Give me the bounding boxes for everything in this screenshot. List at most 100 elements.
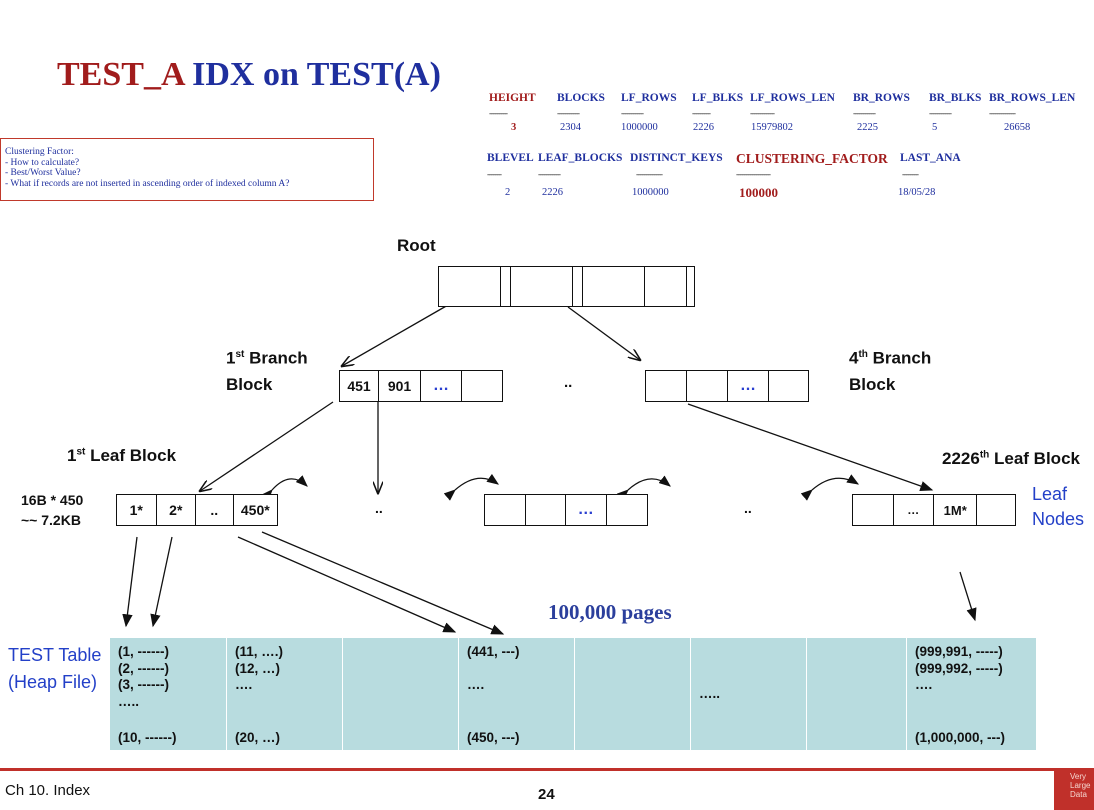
logo-line: Very bbox=[1070, 772, 1087, 781]
sibling-link-arrow bbox=[616, 475, 671, 501]
stat-value: 3 bbox=[511, 122, 517, 133]
heap-row: (999,992, -----) bbox=[915, 660, 1003, 676]
note-line: - What if records are not inserted in as… bbox=[5, 178, 290, 189]
dash-line: -------- bbox=[902, 169, 919, 179]
stat-value: 2304 bbox=[560, 122, 581, 133]
heap-row: (10, ------) bbox=[118, 729, 177, 745]
root-to-branch1-arrow bbox=[342, 304, 449, 366]
root-label: Root bbox=[397, 236, 436, 255]
dash-line: ----------- bbox=[538, 169, 561, 179]
root-cell bbox=[573, 267, 583, 306]
stat-header: BLEVEL bbox=[487, 152, 534, 164]
branch1-node: 451 901 … bbox=[339, 370, 503, 402]
stat-value: 15979802 bbox=[751, 122, 793, 133]
leaf2226-label: 2226th Leaf Block bbox=[942, 449, 1080, 469]
slide-title: TEST_A IDX on TEST(A) bbox=[57, 56, 441, 94]
leaf-cell: … bbox=[566, 495, 607, 525]
leaf1-label-num: 1 bbox=[67, 446, 77, 465]
leaf-cell bbox=[607, 495, 647, 525]
leaf-to-heap-arrow bbox=[261, 531, 505, 635]
branch4-label-sup: th bbox=[858, 349, 868, 360]
heap-page: (441, ---) …. (450, ---) bbox=[459, 638, 575, 750]
leaf-mid-node: … bbox=[484, 494, 648, 526]
root-to-branch4-arrow bbox=[567, 306, 640, 360]
stat-value: 1000000 bbox=[632, 187, 669, 198]
leaves-ellipsis: .. bbox=[744, 500, 752, 516]
leaf-nodes-label-line: Leaf bbox=[1032, 484, 1068, 504]
sibling-link-arrow bbox=[261, 475, 308, 502]
root-cell bbox=[583, 267, 645, 306]
leaf-cell bbox=[526, 495, 566, 525]
heap-row: (3, ------) bbox=[118, 677, 169, 692]
leaf-cell bbox=[853, 495, 894, 525]
footer-chapter: Ch 10. Index bbox=[5, 782, 91, 799]
leaf1-label: 1st Leaf Block bbox=[67, 446, 176, 466]
branch1-label: 1st Branch Block bbox=[226, 342, 308, 398]
sibling-link-arrow bbox=[800, 474, 860, 501]
stat-header: BR_ROWS bbox=[853, 92, 910, 104]
stat-value: 2226 bbox=[542, 187, 563, 198]
root-cell bbox=[501, 267, 511, 306]
dash-line: ------------ bbox=[750, 108, 775, 118]
root-cell bbox=[645, 267, 687, 306]
heap-table-label: TEST Table (Heap File) bbox=[8, 642, 101, 696]
leaf-size-note: 16B * 450 ~~ 7.2KB bbox=[21, 490, 83, 530]
stat-header-highlight: CLUSTERING_FACTOR bbox=[736, 151, 888, 166]
stat-header: BLOCKS bbox=[557, 92, 605, 104]
heap-row: ….. bbox=[699, 686, 721, 701]
leaf-last-node: … 1M* bbox=[852, 494, 1016, 526]
heap-table-label-line: TEST Table bbox=[8, 645, 102, 665]
heap-row: (2, ------) bbox=[118, 660, 169, 676]
root-node bbox=[438, 266, 695, 307]
stat-value: 18/05/28 bbox=[898, 187, 936, 198]
course-logo: Very Large Data bbox=[1054, 769, 1094, 810]
heap-page: (11, ….) (12, …) …. (20, …) bbox=[227, 638, 343, 750]
heap-row: (1,000,000, ---) bbox=[915, 729, 1006, 745]
leaf2226-label-text: Leaf Block bbox=[989, 449, 1080, 468]
branch-cell: 901 bbox=[379, 371, 421, 401]
stat-header: LF_ROWS_LEN bbox=[750, 92, 835, 104]
note-line: Clustering Factor: bbox=[5, 147, 74, 157]
stat-value: 2225 bbox=[857, 122, 878, 133]
root-cell bbox=[439, 267, 501, 306]
branch1-label-text: Branch bbox=[244, 348, 308, 368]
leaf-nodes-label: Leaf Nodes bbox=[1032, 482, 1084, 532]
leaf-to-heap-arrow bbox=[150, 536, 173, 628]
heap-row: ….. bbox=[118, 693, 140, 709]
heap-row: (12, …) bbox=[235, 660, 281, 676]
branch1-label-sup: st bbox=[235, 349, 245, 360]
stat-header: LEAF_BLOCKS bbox=[538, 152, 623, 164]
leaf-cell: … bbox=[894, 495, 934, 525]
leaf1-node: 1* 2* .. 450* bbox=[116, 494, 278, 526]
leaf-cell: 1M* bbox=[934, 495, 978, 525]
leaf-size-line: ~~ 7.2KB bbox=[21, 512, 81, 528]
leaf1-label-text: Leaf Block bbox=[85, 446, 177, 465]
note-line: - How to calculate? bbox=[5, 157, 80, 168]
note-line: - Best/Worst Value? bbox=[5, 168, 81, 178]
heap-table-label-line: (Heap File) bbox=[8, 672, 98, 692]
leaf-to-heap-arrow bbox=[959, 571, 977, 622]
logo-line: Data bbox=[1070, 790, 1087, 799]
leaf2226-label-sup: th bbox=[979, 449, 990, 461]
clustering-factor-note: Clustering Factor: - How to calculate? -… bbox=[0, 138, 374, 201]
branch4-label: 4th Branch Block bbox=[849, 342, 931, 398]
heap-page bbox=[343, 638, 459, 750]
branch-cell: … bbox=[728, 371, 769, 401]
pages-count-label: 100,000 pages bbox=[548, 600, 672, 624]
branch4-node: … bbox=[645, 370, 809, 402]
leaf-size-line: 16B * 450 bbox=[21, 492, 84, 508]
heap-page: ….. bbox=[691, 638, 807, 750]
heap-page: (1, ------) (2, ------) (3, ------) ….. … bbox=[110, 638, 227, 750]
stat-value: 2 bbox=[505, 187, 511, 198]
branches-ellipsis: .. bbox=[564, 374, 573, 391]
dash-line: --------- bbox=[489, 108, 508, 118]
stat-header: HEIGHT bbox=[489, 92, 536, 104]
heap-row bbox=[467, 661, 574, 677]
sibling-link-arrow bbox=[443, 473, 499, 501]
stat-header: LAST_ANA bbox=[900, 152, 961, 164]
stat-header: LF_BLKS bbox=[692, 92, 744, 104]
dash-line: ----------------- bbox=[736, 169, 771, 179]
heap-row: (20, …) bbox=[235, 729, 281, 745]
heap-page bbox=[575, 638, 691, 750]
branch-cell: 451 bbox=[340, 371, 379, 401]
